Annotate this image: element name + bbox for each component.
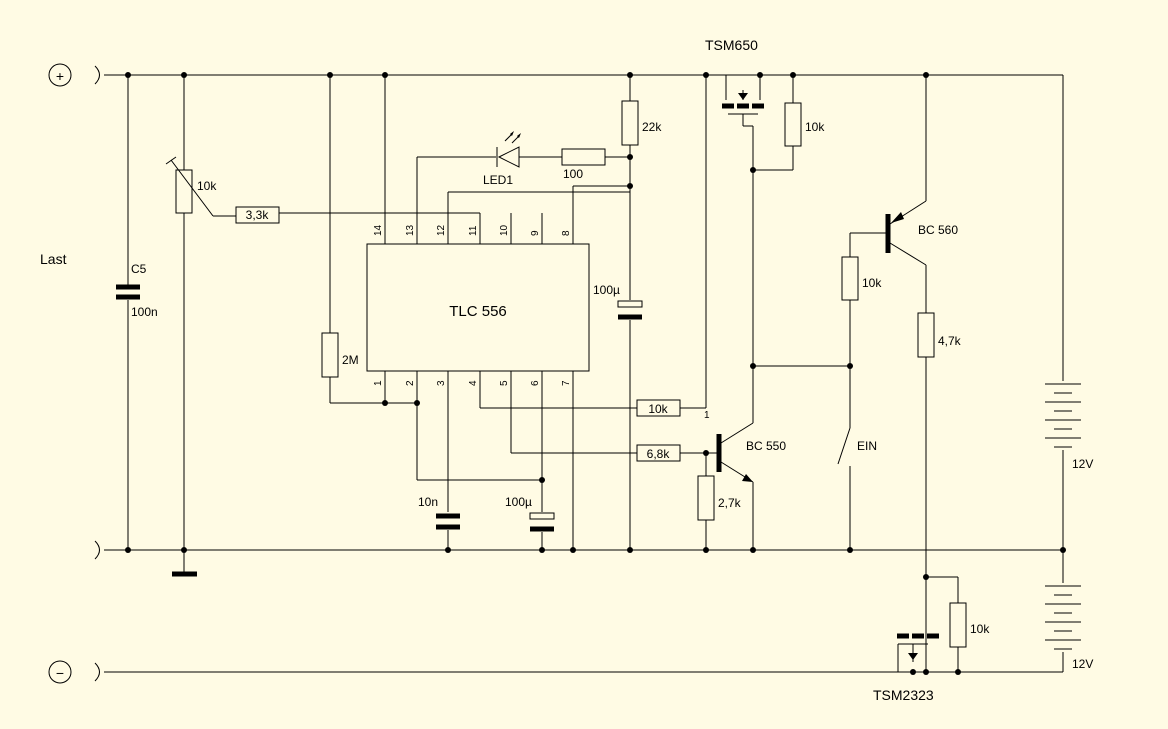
- c-100u-bottom-label: 100µ: [505, 495, 532, 509]
- pin-7: 7: [561, 380, 572, 386]
- transistor-bc550: BC 550: [716, 170, 786, 550]
- led1-label: LED1: [483, 173, 513, 187]
- r-100-label: 100: [563, 167, 583, 181]
- positive-rail: +: [48, 63, 1063, 87]
- pin-6: 6: [530, 380, 541, 386]
- c-10n-label: 10n: [418, 495, 438, 509]
- negative-rail: −: [48, 660, 1063, 684]
- pin-1: 1: [373, 380, 384, 386]
- plus-terminal-label: +: [56, 68, 64, 84]
- r-22k-label: 22k: [642, 120, 662, 134]
- capacitor-100u-top: 100µ: [593, 283, 643, 550]
- resistor-10k-gate: 10k: [784, 75, 825, 170]
- switch-label: EIN: [857, 439, 877, 453]
- pin-5: 5: [499, 380, 510, 386]
- capacitor-c5: C5 100n: [116, 75, 158, 550]
- battery-bottom: 12V: [1045, 585, 1093, 672]
- resistor-4-7k: 4,7k: [917, 312, 962, 641]
- tsm650-label: TSM650: [705, 37, 758, 53]
- pin-2: 2: [405, 380, 416, 386]
- r-10k-tsm2323-label: 10k: [970, 622, 990, 636]
- r-10k-gate-label: 10k: [805, 120, 825, 134]
- pin-8: 8: [561, 230, 572, 236]
- led1: LED1: [417, 131, 562, 187]
- pin-11: 11: [468, 225, 479, 236]
- minus-terminal-label: −: [56, 665, 64, 681]
- resistor-10k-tsm2323: 10k: [926, 576, 990, 672]
- mosfet-tsm650: TSM650: [705, 37, 793, 171]
- c5-value: 100n: [131, 305, 158, 319]
- pin-12: 12: [436, 224, 447, 236]
- capacitor-10n: 10n: [418, 495, 460, 550]
- r-3-3k-label: 3,3k: [246, 208, 270, 222]
- load-label: Last: [40, 251, 67, 267]
- resistor-22k: 22k: [621, 75, 662, 300]
- mosfet-tsm2323: TSM2323: [873, 633, 939, 703]
- pin-10: 10: [499, 224, 510, 236]
- ic-name: TLC 556: [449, 303, 507, 320]
- tsm2323-label: TSM2323: [873, 687, 934, 703]
- resistor-2-7k: 2,7k: [697, 453, 742, 550]
- resistor-10k-bc560: 10k: [841, 232, 888, 301]
- pin-4: 4: [468, 380, 479, 386]
- pin-3: 3: [436, 380, 447, 386]
- bc560-label: BC 560: [918, 223, 958, 237]
- battery-top-label: 12V: [1072, 457, 1093, 471]
- r-4-7k-label: 4,7k: [938, 334, 962, 348]
- pin-9: 9: [530, 230, 541, 236]
- resistor-6-8k: 6,8k: [511, 444, 718, 462]
- r-10k-ic-label: 10k: [648, 402, 668, 416]
- resistor-100: 100: [561, 148, 630, 181]
- resistor-10k-ic: 10k 1: [480, 75, 710, 421]
- bc550-label: BC 550: [746, 439, 786, 453]
- r-2m-label: 2M: [342, 353, 359, 367]
- c5-label: C5: [131, 262, 147, 276]
- ground-rail: [94, 540, 1063, 560]
- resistor-3-3k: 3,3k: [235, 206, 480, 224]
- pin-14: 14: [373, 224, 384, 236]
- r-2-7k-label: 2,7k: [718, 496, 742, 510]
- junction-dots: [125, 72, 1066, 675]
- r-10k-ic-pin: 1: [704, 410, 710, 421]
- resistor-2m: 2M: [321, 75, 417, 404]
- ic-tlc556: TLC 556 14 13 12 11 10 9 8 1 2 3 4 5 6 7: [366, 75, 590, 550]
- r-6-8k-label: 6,8k: [647, 447, 671, 461]
- switch-ein: EIN: [837, 300, 877, 550]
- potentiometer-10k: 10k: [165, 75, 236, 577]
- pot-label: 10k: [197, 179, 217, 193]
- transistor-bc560: BC 560: [885, 75, 958, 313]
- battery-bottom-label: 12V: [1072, 657, 1093, 671]
- r-10k-bc560-label: 10k: [862, 276, 882, 290]
- pin-13: 13: [405, 224, 416, 236]
- c-100u-top-label: 100µ: [593, 283, 620, 297]
- battery-top: 12V: [1045, 75, 1093, 583]
